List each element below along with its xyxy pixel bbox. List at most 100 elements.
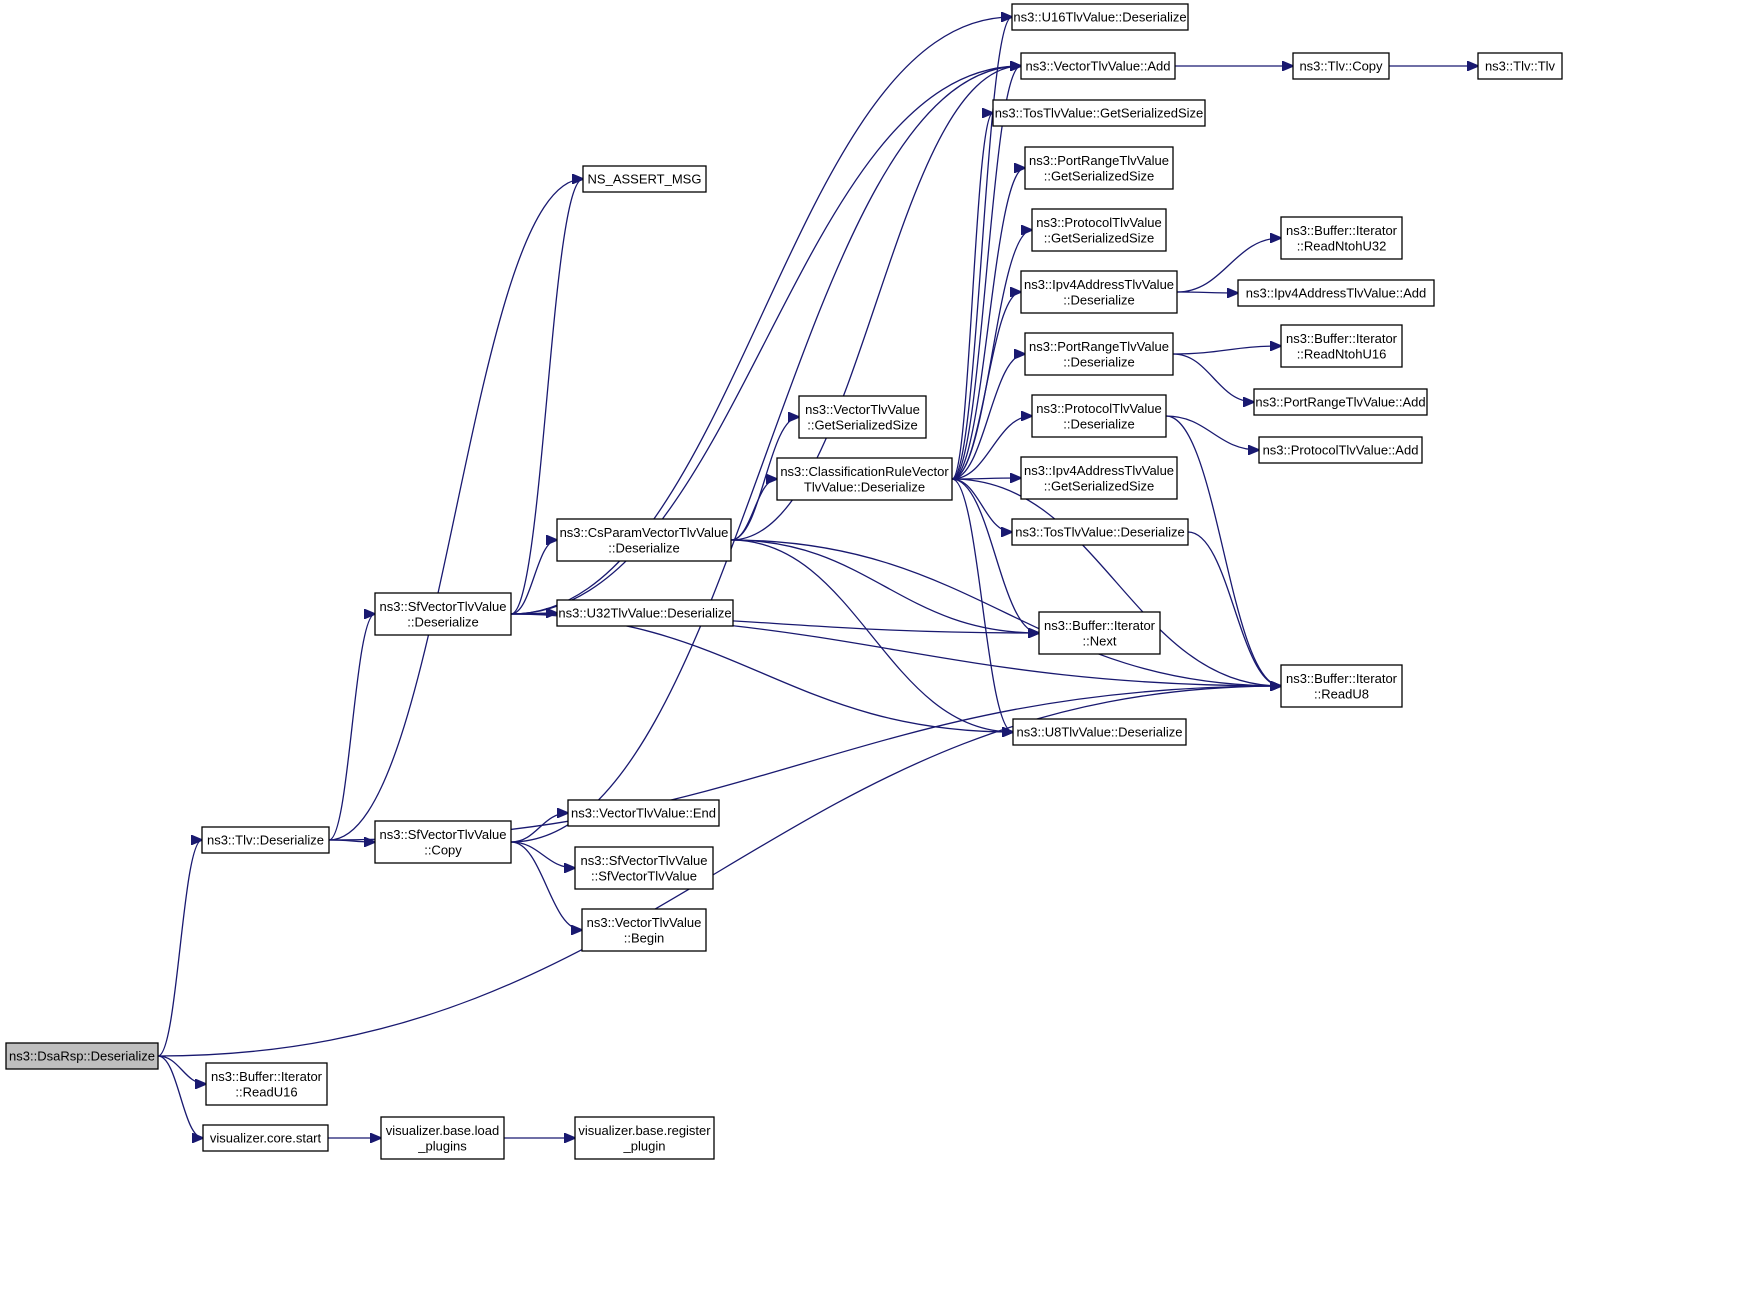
edge-port-deser-to-readntohu16 (1172, 346, 1281, 355)
node-label: ns3::Ipv4AddressTlvValue::Add (1246, 286, 1426, 301)
node-sfvec-deser[interactable]: ns3::SfVectorTlvValue::Deserialize (374, 592, 512, 636)
edge-classrule-to-tos-size (951, 113, 993, 480)
node-next[interactable]: ns3::Buffer::Iterator::Next (1038, 611, 1161, 655)
node-tos-size[interactable]: ns3::TosTlvValue::GetSerializedSize (992, 99, 1206, 127)
edge-csparam-to-next (730, 539, 1039, 633)
node-label: ns3::U8TlvValue::Deserialize (1017, 725, 1183, 740)
node-vec-begin[interactable]: ns3::VectorTlvValue::Begin (581, 908, 707, 952)
node-readntohu32[interactable]: ns3::Buffer::Iterator::ReadNtohU32 (1280, 216, 1403, 260)
node-box (1024, 146, 1174, 190)
node-readu16[interactable]: ns3::Buffer::Iterator::ReadU16 (205, 1062, 328, 1106)
edge-sfvec-copy-to-vec-begin (510, 841, 582, 930)
node-ipv4-deser[interactable]: ns3::Ipv4AddressTlvValue::Deserialize (1020, 270, 1178, 314)
edge-sfvec-deser-to-u16 (510, 17, 1012, 615)
node-box (202, 1124, 329, 1152)
node-label: visualizer.base.register (578, 1123, 711, 1138)
node-box (374, 820, 512, 864)
edge-sfvec-copy-to-sfvec-ctor (510, 841, 575, 868)
node-label: _plugins (417, 1138, 467, 1153)
edge-root-to-tlv-deser (157, 840, 202, 1057)
node-label: ::Deserialize (1063, 354, 1135, 369)
node-label: ns3::ProtocolTlvValue::Add (1263, 443, 1419, 458)
node-label: ::Deserialize (608, 540, 680, 555)
node-vec-getsize[interactable]: ns3::VectorTlvValue::GetSerializedSize (798, 395, 927, 439)
node-label: ns3::PortRangeTlvValue (1029, 339, 1169, 354)
node-box (1024, 332, 1174, 376)
node-box (574, 846, 714, 890)
node-label: ns3::Tlv::Copy (1299, 59, 1383, 74)
node-sfvec-copy[interactable]: ns3::SfVectorTlvValue::Copy (374, 820, 512, 864)
edge-classrule-to-tos-deser (951, 478, 1012, 532)
edge-port-deser-to-port-add (1172, 353, 1254, 402)
node-readntohu16[interactable]: ns3::Buffer::Iterator::ReadNtohU16 (1280, 324, 1403, 368)
node-tlv-copy[interactable]: ns3::Tlv::Copy (1292, 52, 1390, 80)
node-u32[interactable]: ns3::U32TlvValue::Deserialize (556, 599, 734, 627)
node-box (205, 1062, 328, 1106)
node-ns-assert[interactable]: NS_ASSERT_MSG (582, 165, 707, 193)
node-label: ns3::Ipv4AddressTlvValue (1024, 463, 1174, 478)
edge-sfvec-deser-to-csparam (510, 540, 557, 615)
node-u8[interactable]: ns3::U8TlvValue::Deserialize (1012, 718, 1187, 746)
node-label: ns3::U32TlvValue::Deserialize (558, 606, 731, 621)
edge-ipv4-deser-to-ipv4-add (1176, 292, 1238, 293)
edge-tlv-deser-to-readu8 (328, 686, 1281, 841)
node-label: ns3::TosTlvValue::GetSerializedSize (995, 106, 1204, 121)
node-label: ::Copy (424, 842, 462, 857)
node-label: ::ReadNtohU32 (1297, 238, 1387, 253)
node-label: ::GetSerializedSize (1044, 230, 1155, 245)
node-box (1237, 279, 1435, 307)
node-csparam[interactable]: ns3::CsParamVectorTlvValue::Deserialize (556, 518, 732, 562)
node-vec-end[interactable]: ns3::VectorTlvValue::End (567, 799, 720, 827)
edge-tlv-deser-to-ns-assert (328, 179, 583, 841)
edge-root-to-readu16 (157, 1055, 206, 1084)
edge-csparam-to-u8 (730, 539, 1013, 732)
node-port-size[interactable]: ns3::PortRangeTlvValue::GetSerializedSiz… (1024, 146, 1174, 190)
node-tos-deser[interactable]: ns3::TosTlvValue::Deserialize (1011, 518, 1189, 546)
edge-classrule-to-port-deser (951, 354, 1025, 480)
node-sfvec-ctor[interactable]: ns3::SfVectorTlvValue::SfVectorTlvValue (574, 846, 714, 890)
edge-proto-deser-to-readu8 (1165, 415, 1281, 686)
node-register-plugin[interactable]: visualizer.base.register_plugin (574, 1116, 715, 1160)
node-box (567, 799, 720, 827)
node-box (1038, 611, 1161, 655)
node-proto-add[interactable]: ns3::ProtocolTlvValue::Add (1258, 436, 1423, 464)
edge-classrule-to-ipv4-deser (951, 292, 1021, 480)
node-box (1292, 52, 1390, 80)
edge-classrule-to-u16 (951, 17, 1012, 480)
node-readu8[interactable]: ns3::Buffer::Iterator::ReadU8 (1280, 664, 1403, 708)
node-label: ns3::Tlv::Tlv (1485, 59, 1556, 74)
node-label: ns3::VectorTlvValue::Add (1025, 59, 1170, 74)
node-label: ns3::VectorTlvValue (805, 402, 920, 417)
node-box (776, 457, 953, 501)
node-port-deser[interactable]: ns3::PortRangeTlvValue::Deserialize (1024, 332, 1174, 376)
node-root[interactable]: ns3::DsaRsp::Deserialize (5, 1042, 159, 1070)
edge-classrule-to-u8 (951, 478, 1013, 732)
node-ipv4-size[interactable]: ns3::Ipv4AddressTlvValue::GetSerializedS… (1020, 456, 1178, 500)
node-box (574, 1116, 715, 1160)
node-box (1020, 270, 1178, 314)
node-box (374, 592, 512, 636)
node-box (1031, 208, 1167, 252)
node-box (5, 1042, 159, 1070)
node-label: ::GetSerializedSize (1044, 478, 1155, 493)
node-label: ns3::Tlv::Deserialize (207, 833, 324, 848)
edge-sfvec-copy-to-vec-add (510, 66, 1021, 843)
node-tlv-ctor[interactable]: ns3::Tlv::Tlv (1477, 52, 1563, 80)
node-proto-size[interactable]: ns3::ProtocolTlvValue::GetSerializedSize (1031, 208, 1167, 252)
node-tlv-deser[interactable]: ns3::Tlv::Deserialize (201, 826, 330, 854)
node-classrule[interactable]: ns3::ClassificationRuleVectorTlvValue::D… (776, 457, 953, 501)
node-box (1012, 718, 1187, 746)
node-port-add[interactable]: ns3::PortRangeTlvValue::Add (1253, 388, 1428, 416)
node-ipv4-add[interactable]: ns3::Ipv4AddressTlvValue::Add (1237, 279, 1435, 307)
node-label: visualizer.base.load (386, 1123, 499, 1138)
node-label: ns3::VectorTlvValue (587, 915, 702, 930)
node-label: visualizer.core.start (210, 1131, 322, 1146)
node-label: ns3::Buffer::Iterator (211, 1069, 323, 1084)
node-vec-add[interactable]: ns3::VectorTlvValue::Add (1020, 52, 1176, 80)
node-label: ::Deserialize (1063, 416, 1135, 431)
node-load-plugins[interactable]: visualizer.base.load_plugins (380, 1116, 505, 1160)
node-vis-start[interactable]: visualizer.core.start (202, 1124, 329, 1152)
node-proto-deser[interactable]: ns3::ProtocolTlvValue::Deserialize (1031, 394, 1167, 438)
node-label: ::ReadU16 (235, 1084, 297, 1099)
node-u16[interactable]: ns3::U16TlvValue::Deserialize (1011, 3, 1189, 31)
